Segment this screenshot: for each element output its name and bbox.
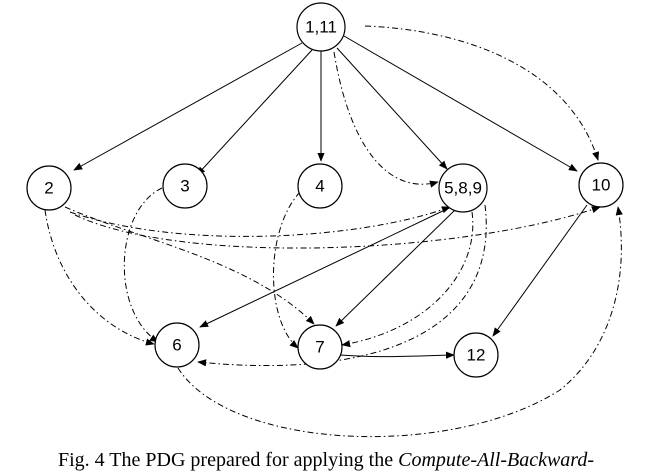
node-circle	[578, 162, 624, 208]
node-label: 5,8,9	[444, 179, 482, 198]
node-circle	[297, 324, 343, 370]
node-label: 12	[467, 346, 486, 365]
edge-dashed-4-to-7	[273, 191, 301, 349]
edge-dashed-3-to-6	[123, 187, 163, 343]
figure-caption: Fig. 4 The PDG prepared for applying the…	[0, 449, 652, 471]
node-circle	[438, 163, 488, 213]
edge-solid-1-11-to-10	[343, 35, 578, 172]
edge-dashed-1-11-to-10	[364, 25, 600, 161]
edge-solid-1-11-to-5-8-9	[336, 47, 448, 170]
caption-text: Fig. 4 The PDG prepared for applying the	[57, 449, 399, 471]
edge-dashed-2-to-7	[64, 206, 315, 325]
edge-dashed-5-8-9-to-7	[341, 211, 474, 348]
caption-emphasis: Compute-All-Backward-	[398, 449, 594, 471]
edge-solid-10-to-12	[492, 204, 588, 337]
node-n6: 6	[154, 322, 200, 368]
node-n1-11: 1,11	[296, 2, 346, 52]
edge-layer	[44, 25, 623, 438]
node-n7: 7	[297, 324, 343, 370]
node-circle	[162, 163, 208, 209]
node-label: 1,11	[305, 18, 337, 37]
node-circle	[453, 332, 499, 378]
edge-solid-7-to-12	[339, 351, 455, 359]
edge-dashed-2-to-10	[74, 206, 601, 249]
node-n2: 2	[26, 165, 72, 211]
node-label: 10	[592, 176, 611, 195]
node-label: 4	[315, 177, 324, 196]
node-label: 2	[44, 179, 53, 198]
edge-dashed-1-11-to-5-8-9	[333, 51, 439, 188]
edge-solid-5-8-9-to-7	[335, 209, 456, 327]
edge-dashed-6-to-10	[177, 206, 623, 438]
node-n3: 3	[162, 163, 208, 209]
node-n12: 12	[453, 332, 499, 378]
node-label: 7	[315, 338, 324, 357]
edge-solid-1-11-to-3	[196, 49, 313, 176]
node-label: 3	[180, 177, 189, 196]
edge-dashed-2-to-5-8-9	[69, 206, 451, 237]
node-circle	[154, 322, 200, 368]
edge-dashed-2-to-6	[44, 209, 155, 346]
edge-solid-1-11-to-2	[73, 42, 303, 171]
edge-dashed-5-8-9-to-6	[197, 204, 487, 367]
node-n4: 4	[297, 163, 343, 209]
node-circle	[296, 2, 346, 52]
node-label: 6	[172, 336, 181, 355]
node-layer: 1,11 2 3 4 5,8,9 10 6 7 12	[26, 2, 624, 378]
node-n5-8-9: 5,8,9	[438, 163, 488, 213]
edge-solid-5-8-9-to-6	[199, 207, 450, 328]
node-circle	[26, 165, 72, 211]
node-n10: 10	[578, 162, 624, 208]
node-circle	[297, 163, 343, 209]
